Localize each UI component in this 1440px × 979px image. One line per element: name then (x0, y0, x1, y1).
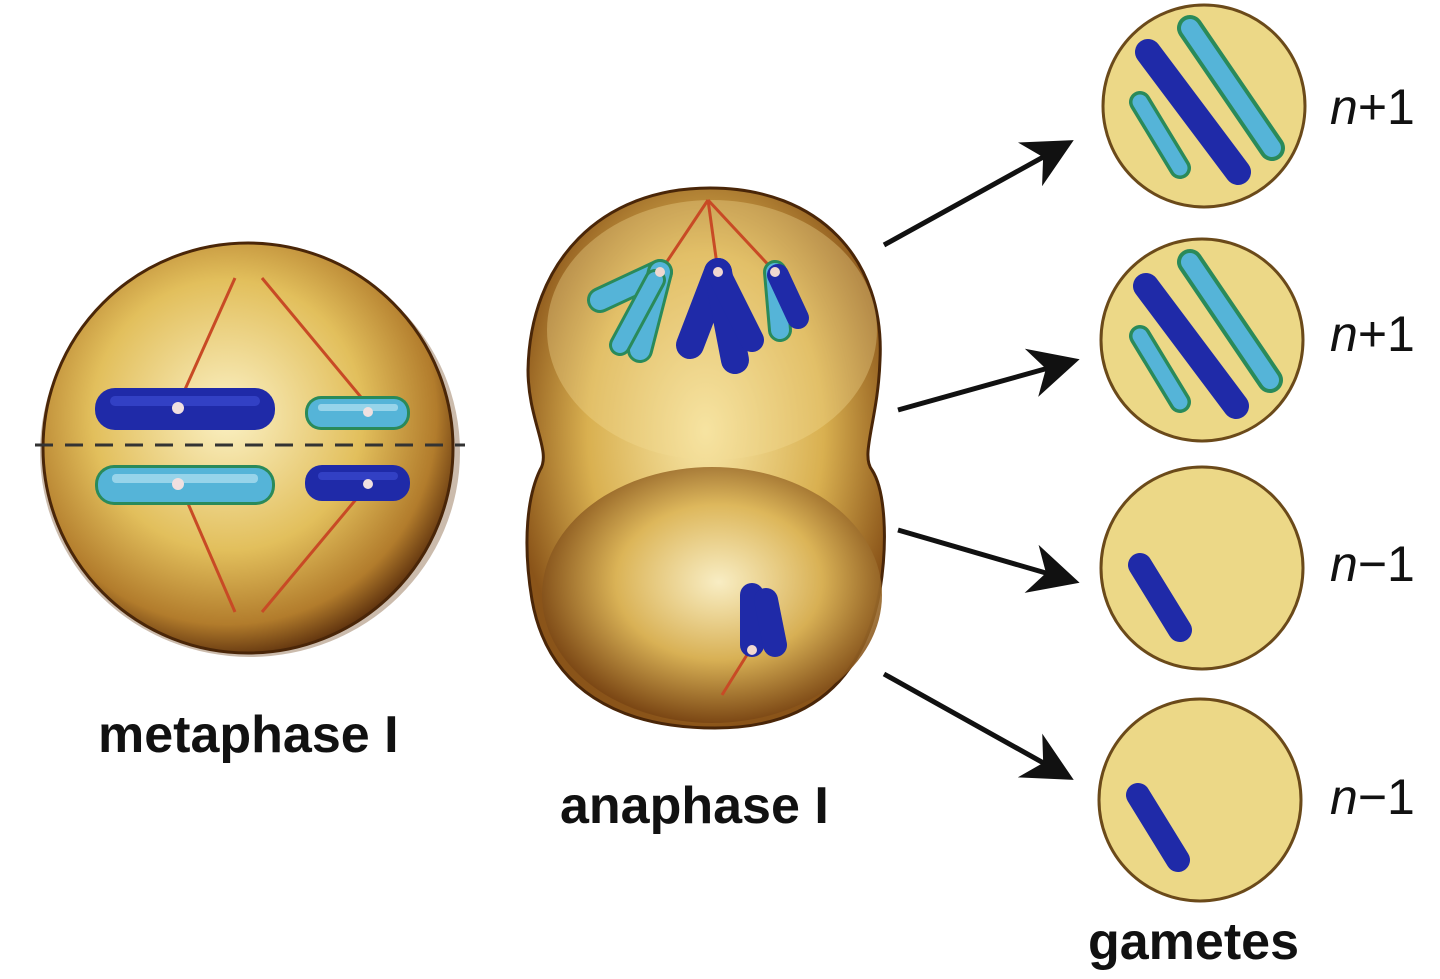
ploidy-n: n (1330, 79, 1358, 135)
ploidy-label-2: n+1 (1330, 305, 1415, 363)
metaphase-label: metaphase I (98, 706, 399, 764)
gamete-3 (1099, 465, 1305, 671)
ploidy-n: n (1330, 769, 1358, 825)
metaphase-cell (35, 241, 465, 657)
arrows (882, 140, 1080, 780)
gamete-2 (1099, 237, 1305, 443)
chromosome-large-top (95, 388, 275, 430)
ploidy-num: 1 (1387, 769, 1415, 825)
chromosome-large-bottom (95, 465, 275, 505)
gamete-4 (1097, 697, 1303, 903)
ploidy-num: 1 (1387, 306, 1415, 362)
anaphase-chromosome-2 (676, 258, 764, 374)
arrow-2 (897, 348, 1080, 413)
ploidy-label-3: n−1 (1330, 535, 1415, 593)
ploidy-op: − (1357, 536, 1388, 592)
anaphase-cell (525, 186, 886, 730)
ploidy-num: 1 (1387, 536, 1415, 592)
ploidy-op: + (1357, 79, 1388, 135)
ploidy-label-4: n−1 (1330, 768, 1415, 826)
ploidy-num: 1 (1387, 79, 1415, 135)
anaphase-chromosome-3 (763, 260, 809, 342)
anaphase-chromosome-bottom (720, 583, 787, 696)
ploidy-n: n (1330, 306, 1358, 362)
spindle-fibers (176, 277, 372, 613)
chromosome-small-top (305, 396, 410, 430)
anaphase-label: anaphase I (560, 777, 829, 835)
gametes-label: gametes (1088, 913, 1299, 971)
arrow-1 (882, 140, 1074, 248)
ploidy-n: n (1330, 536, 1358, 592)
ploidy-op: − (1357, 769, 1388, 825)
arrow-4 (882, 671, 1074, 780)
gamete-1 (1101, 3, 1307, 209)
ploidy-op: + (1357, 306, 1388, 362)
ploidy-label-1: n+1 (1330, 78, 1415, 136)
arrow-3 (897, 527, 1080, 593)
chromosome-small-bottom (305, 465, 410, 501)
anaphase-chromosome-1 (587, 259, 673, 363)
